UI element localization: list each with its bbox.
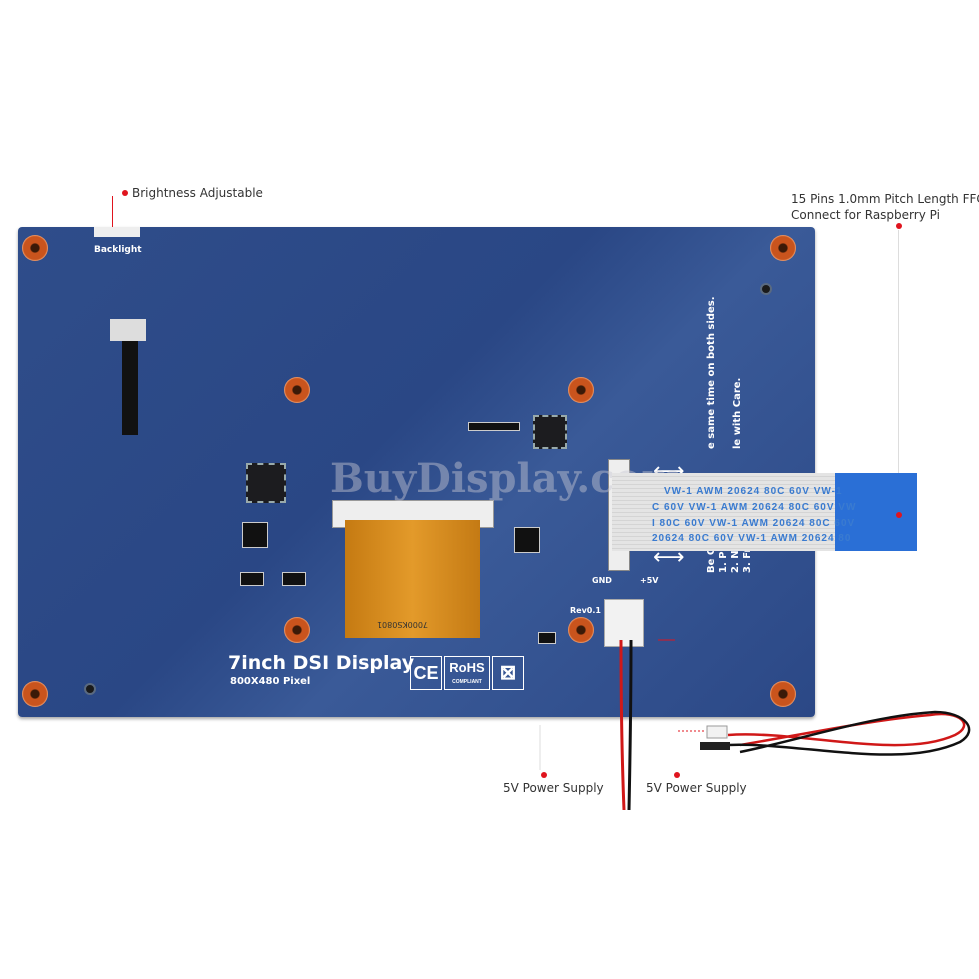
standoff <box>568 377 594 403</box>
standoff <box>770 681 796 707</box>
cable-print: VW-1 AWM 20624 80C 60V VW-1 <box>664 486 843 497</box>
component <box>282 572 306 586</box>
rohs-mark: RoHS COMPLIANT <box>444 656 490 690</box>
callout-dot <box>122 190 128 196</box>
brightness-callout: Brightness Adjustable <box>132 186 263 200</box>
standoff <box>568 617 594 643</box>
cable-print: I 80C 60V VW-1 AWM 20624 80C 60V <box>652 518 856 529</box>
power-callout-right: 5V Power Supply <box>646 781 747 795</box>
board-title: 7inch DSI Display <box>228 652 415 674</box>
backlight-label: Backlight <box>94 245 142 255</box>
cable-print: C 60V VW-1 AWM 20624 80C 60V VW <box>652 502 857 513</box>
ffc-callout-line2: Connect for Raspberry Pi <box>791 208 940 222</box>
touch-connector <box>110 319 146 341</box>
power-connector[interactable] <box>604 599 644 647</box>
gnd-label: GND <box>592 576 612 585</box>
callout-dot <box>896 223 902 229</box>
ce-mark: CE <box>410 656 442 690</box>
inductor <box>242 522 268 548</box>
mount-hole <box>84 683 96 695</box>
cable-print: 20624 80C 60V VW-1 AWM 20624 80 <box>652 533 852 544</box>
touch-flex <box>122 341 138 435</box>
standoff <box>770 235 796 261</box>
standoff <box>22 235 48 261</box>
ffc-callout-line1: 15 Pins 1.0mm Pitch Length FFC <box>791 192 979 206</box>
standoff <box>284 377 310 403</box>
ic-chip <box>246 463 286 503</box>
callout-dot <box>896 512 902 518</box>
component <box>240 572 264 586</box>
ffc-cable-tip <box>835 473 917 551</box>
led <box>538 632 556 644</box>
callout-line <box>898 230 899 510</box>
lcd-flex-cable: 7000KS0801 <box>345 520 480 638</box>
callout-dot <box>674 772 680 778</box>
rohs-sub: COMPLIANT <box>452 679 482 685</box>
revision-label: Rev0.1 <box>570 606 601 615</box>
ic-chip <box>533 415 567 449</box>
inductor <box>514 527 540 553</box>
plus5v-label: +5V <box>640 576 659 585</box>
callout-line <box>112 196 113 234</box>
weee-icon: ⊠ <box>492 656 524 690</box>
mount-hole <box>760 283 772 295</box>
standoff <box>22 681 48 707</box>
component <box>468 422 520 431</box>
rohs-text: RoHS <box>449 660 485 675</box>
power-callout-left: 5V Power Supply <box>503 781 604 795</box>
board-subtitle: 800X480 Pixel <box>230 676 311 687</box>
standoff <box>284 617 310 643</box>
backlight-switch[interactable] <box>94 227 140 237</box>
callout-dot <box>541 772 547 778</box>
